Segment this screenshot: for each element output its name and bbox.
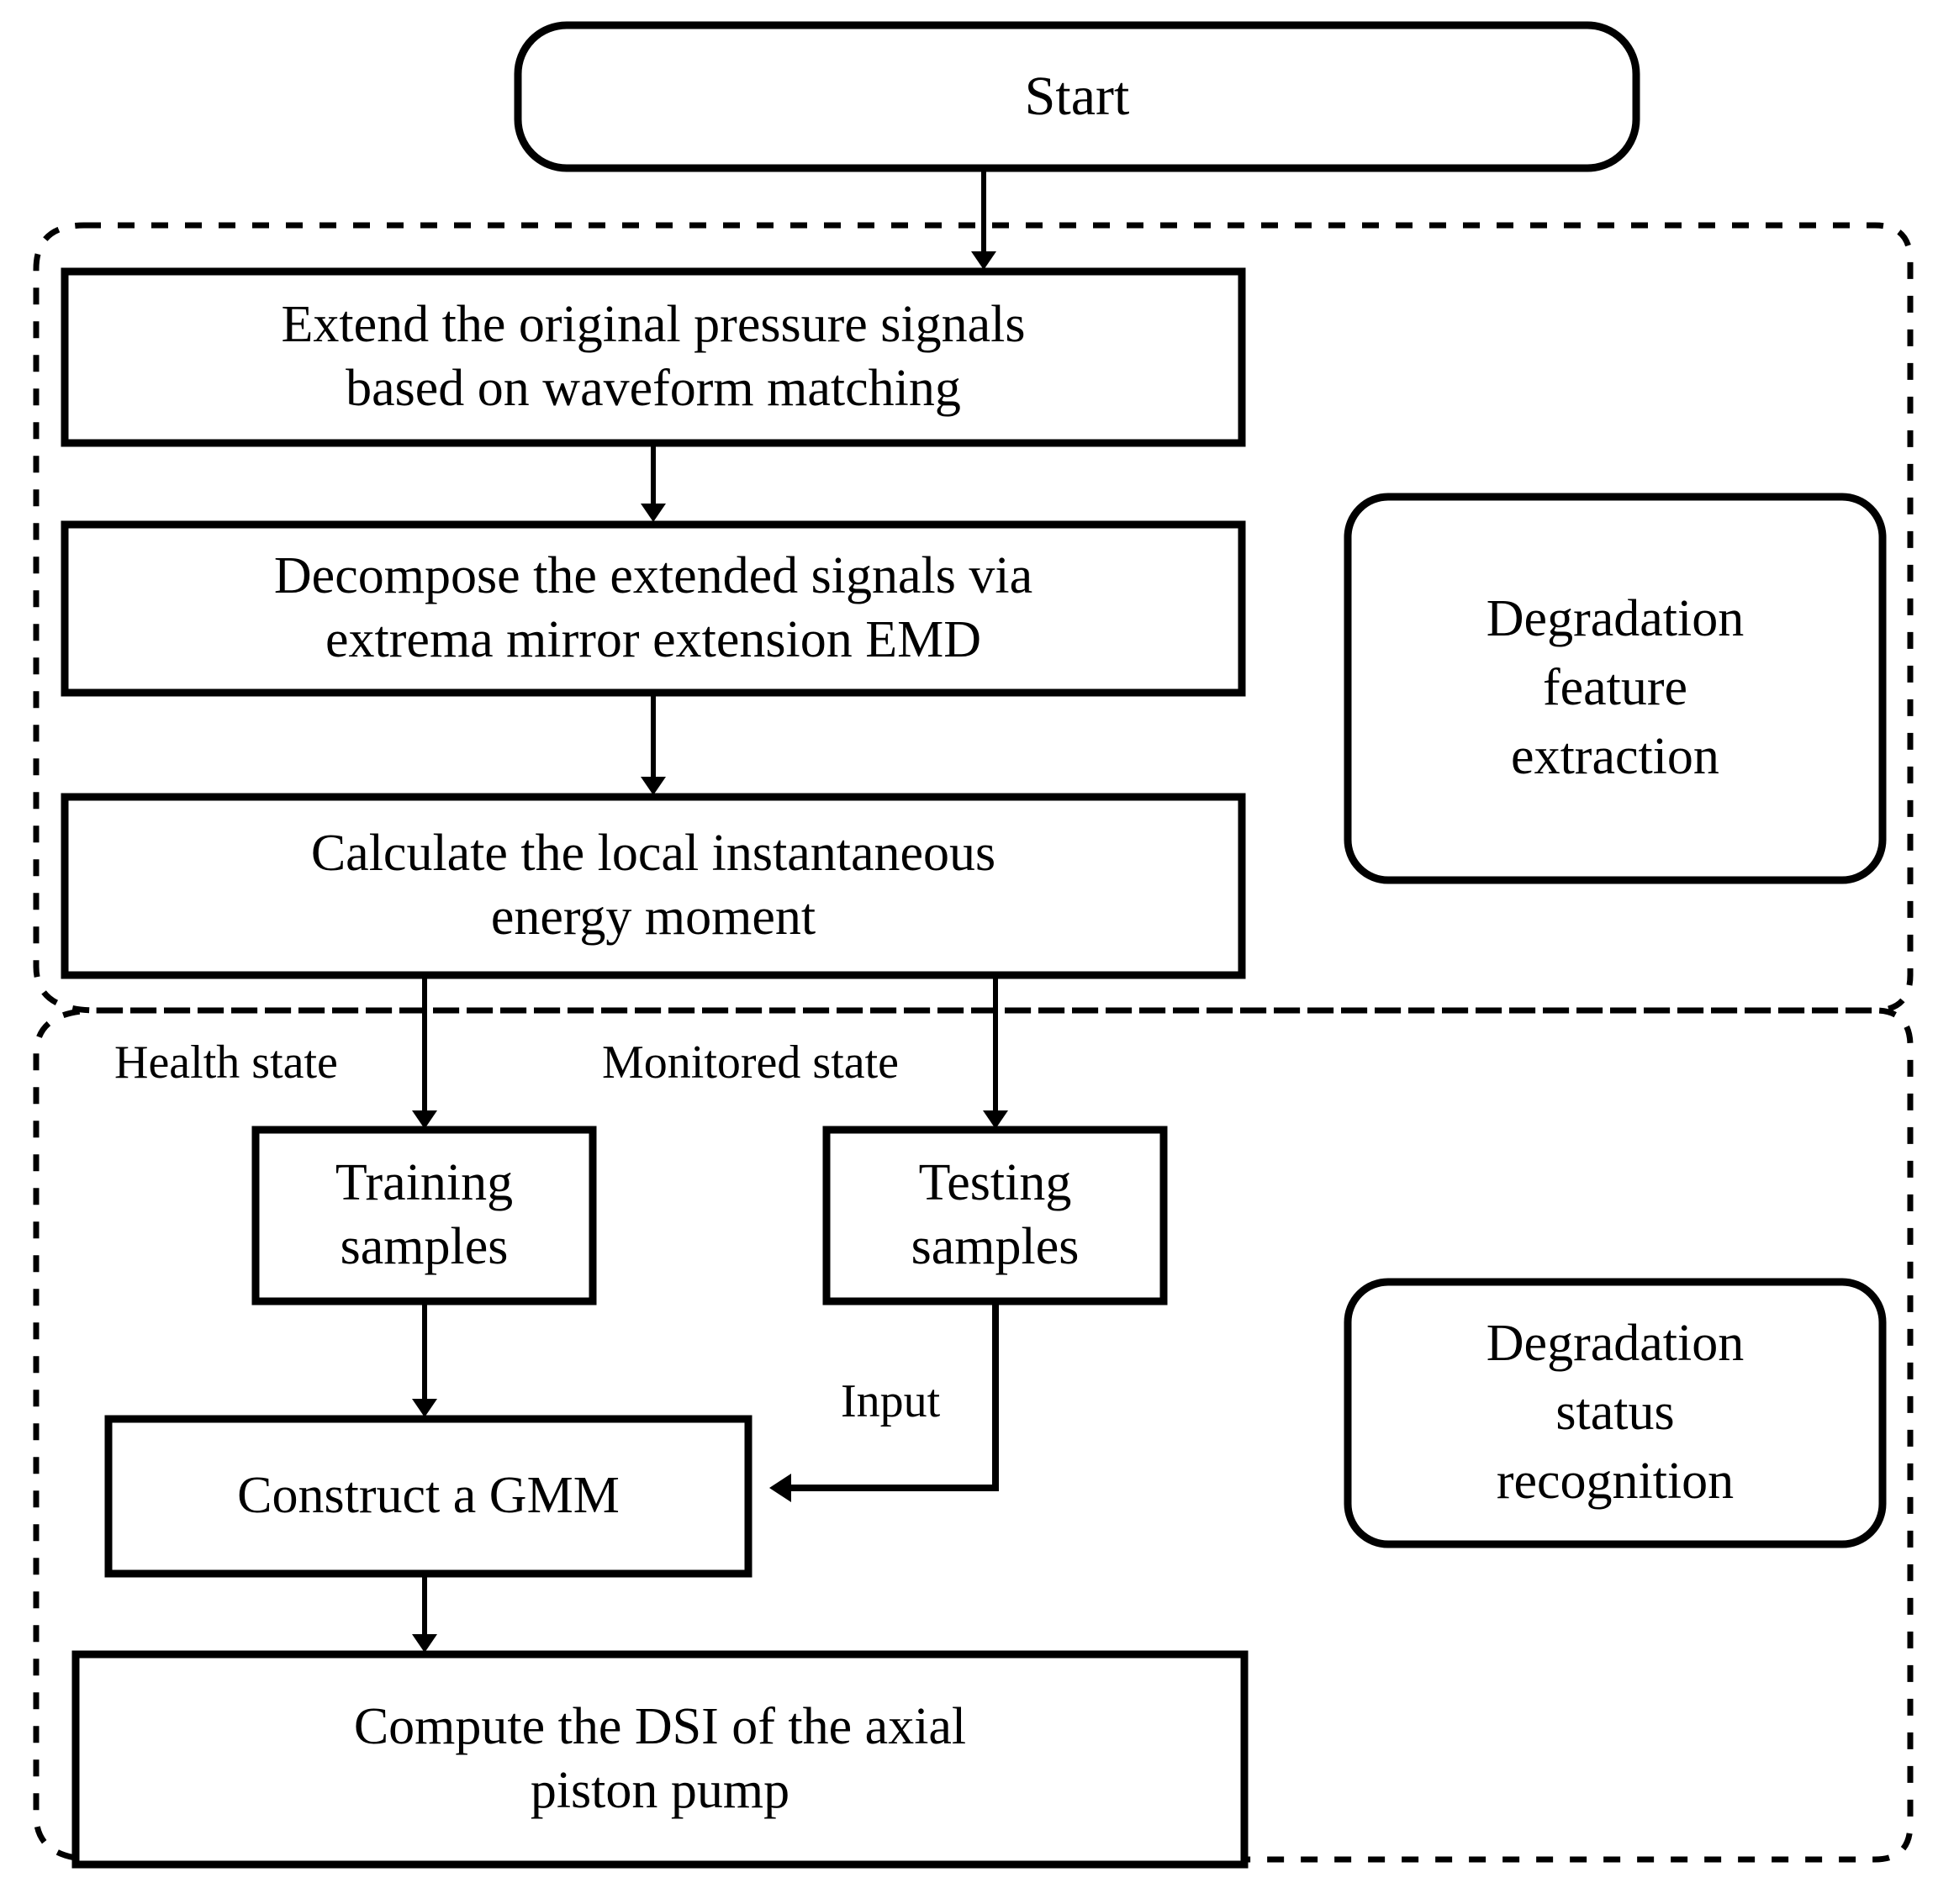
node-phase-status-recognition-shape[interactable] xyxy=(1344,1278,1887,1548)
node-training-samples-shape[interactable] xyxy=(251,1126,597,1305)
group-upper-dashed-border xyxy=(33,222,1914,1014)
edge-label-health-state: Health state xyxy=(114,1036,338,1089)
edge-label-monitored-state: Monitored state xyxy=(602,1036,900,1089)
node-decompose-signals-shape[interactable] xyxy=(61,520,1246,697)
node-phase-feature-extraction-shape[interactable] xyxy=(1344,493,1887,884)
edge-testing-to-gmm xyxy=(769,1301,999,1502)
node-testing-samples-shape[interactable] xyxy=(822,1126,1168,1305)
node-start-shape[interactable] xyxy=(514,21,1640,172)
node-energy-moment-shape[interactable] xyxy=(61,793,1246,979)
node-compute-dsi-shape[interactable] xyxy=(71,1650,1249,1869)
node-construct-gmm-shape[interactable] xyxy=(104,1415,752,1578)
node-extend-signals-shape[interactable] xyxy=(61,267,1246,447)
edge-label-input: Input xyxy=(841,1375,941,1427)
